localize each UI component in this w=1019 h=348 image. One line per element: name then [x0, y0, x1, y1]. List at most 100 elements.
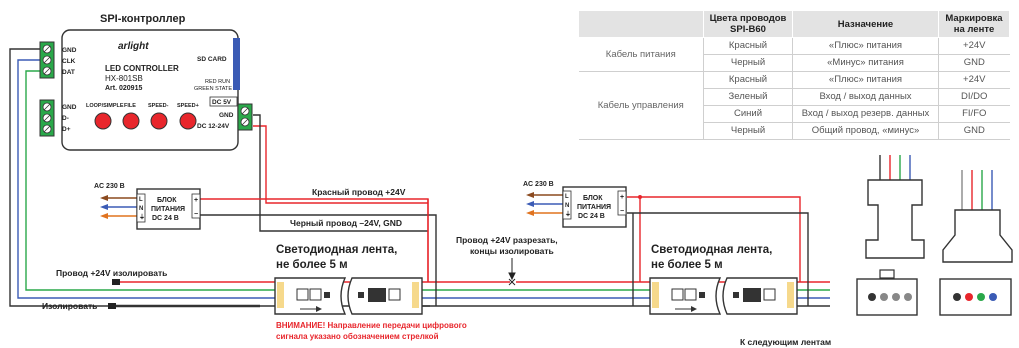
psu-out-plus: + [194, 197, 198, 204]
button-speed-minus [150, 112, 168, 130]
ic-chip [368, 288, 386, 302]
psu-label-1: БЛОК [157, 197, 177, 204]
direction-arrow-head [691, 306, 697, 312]
signal-wires [9, 48, 830, 308]
arrow-ac-n [100, 204, 108, 210]
wire-clk-controller [17, 59, 275, 299]
led-chip [684, 288, 697, 301]
strip-pad [652, 282, 659, 308]
psu-in-terminal [136, 193, 146, 223]
isolate-cap-red [112, 279, 120, 285]
strip-pad [412, 282, 419, 308]
cell-color: Черный [703, 54, 793, 72]
pin-gnd-power: GND [219, 112, 234, 119]
psu-label-3: DC 24 В [152, 215, 179, 222]
psu-out-terminal [191, 193, 201, 219]
cell-purpose: «Минус» питания [792, 54, 939, 72]
spi-controller: SPI-контроллер arlight LED CONTROLLER HX… [39, 13, 253, 151]
psu-label-2: ПИТАНИЯ [151, 206, 185, 213]
label-next-strips: К следующим лентам [740, 337, 831, 347]
isolate-cap-black [108, 303, 116, 309]
brand-logo: arlight [118, 41, 149, 52]
group-power-cable: Кабель питания [578, 37, 704, 72]
table-header-purpose: Назначение [792, 10, 939, 38]
wire-dat-controller [25, 70, 275, 291]
pin-gnd-bottom: GND [62, 104, 77, 111]
psu-out-minus: − [194, 211, 198, 218]
button-label-loop: LOOP/SIMPLE [86, 103, 124, 109]
pin-dat: DAT [62, 69, 75, 76]
label-warning-2: сигнала указано обозначением стрелкой [276, 332, 439, 341]
ic-chip [743, 288, 761, 302]
cell-purpose: Вход / выход данных [792, 88, 939, 106]
led-chip [763, 288, 776, 301]
table-row: Кабель питания Красный «Плюс» питания +2… [578, 37, 1010, 72]
pin-black [953, 293, 961, 301]
wire-psu1-minus [200, 214, 437, 306]
button-label-speed-plus: SPEED+ [177, 103, 199, 109]
green-state-label: GREEN STATE [194, 86, 232, 92]
cell-purpose: «Плюс» питания [792, 37, 939, 55]
red-run-label: RED RUN [205, 79, 230, 85]
connector-male-body [942, 209, 1013, 263]
direction-arrow-head [316, 306, 322, 312]
pin-dc5v: DC 5V [212, 99, 232, 106]
label-isolate-24v: Провод +24V изолировать [56, 268, 167, 278]
label-strip1-line2: не более 5 м [276, 259, 348, 271]
psu-terminal-l: L [565, 194, 569, 200]
wire-psu2-minus [627, 212, 809, 306]
label-strip2-line2: не более 5 м [651, 259, 723, 271]
psu-body [562, 186, 627, 228]
controller-power-wires [253, 114, 428, 232]
arrow-ac-pe [100, 213, 108, 219]
table-header-marking: Маркировка на ленте [938, 10, 1010, 38]
psu-out-plus: + [620, 194, 624, 201]
pin-d-plus: D+ [62, 126, 71, 133]
connector-female-body [865, 179, 925, 259]
pin-grey [880, 293, 888, 301]
resistor [324, 292, 330, 298]
cell-color: Черный [703, 122, 793, 140]
cell-marking: +24V [938, 37, 1010, 55]
cell-color: Красный [703, 71, 793, 89]
cell-purpose: «Плюс» питания [792, 71, 939, 89]
label-strip1-line1: Светодиодная лента, [276, 244, 397, 256]
cut-mark [508, 258, 516, 286]
cell-color: Синий [703, 105, 793, 123]
pin-blue [989, 293, 997, 301]
connector-male-face [939, 278, 1012, 316]
psu-in-terminal [562, 190, 572, 220]
button-speed-plus [179, 112, 197, 130]
psu-out-minus: − [620, 208, 624, 215]
table-row: Зеленый Вход / выход данных DI/DO [579, 88, 1010, 106]
wire-spec-table: Цвета проводов SPI-B60 Назначение Маркир… [578, 10, 1010, 140]
label-cut-note-1: Провод +24V разрезать, [456, 235, 558, 245]
cell-marking: GND [938, 54, 1010, 72]
led-chip [309, 288, 322, 301]
pin-dc12-24v: DC 12-24V [197, 123, 230, 130]
controller-sd-slot [233, 38, 240, 90]
table-row: Синий Вход / выход резерв. данных FI/FO [579, 105, 1010, 123]
pin-gnd-top: GND [62, 47, 77, 54]
psu-label-3: DC 24 В [578, 213, 605, 220]
table-header-colors: Цвета проводов SPI-B60 [703, 10, 793, 38]
group-control-cable: Кабель управления [578, 71, 704, 140]
pin-grey [892, 293, 900, 301]
label-red-wire: Красный провод +24V [312, 187, 406, 197]
psu-terminal-n: N [139, 206, 143, 212]
led-strip-1 [274, 277, 423, 315]
wire-ctrl-gnd [253, 114, 428, 232]
arrow-ac-l [526, 192, 534, 198]
strip-pad [277, 282, 284, 308]
arrow-ac-pe [526, 210, 534, 216]
sd-card-label: SD CARD [197, 56, 227, 63]
psu-terminal-pe: ⏚ [139, 214, 145, 221]
arrow-ac-l [100, 195, 108, 201]
table-row: Черный «Минус» питания GND [579, 54, 1010, 72]
psu-label-1: БЛОК [583, 195, 603, 202]
psu-ac-label: AC 230 В [94, 183, 125, 190]
pin-clk: CLK [62, 58, 76, 65]
pin-black [868, 293, 876, 301]
